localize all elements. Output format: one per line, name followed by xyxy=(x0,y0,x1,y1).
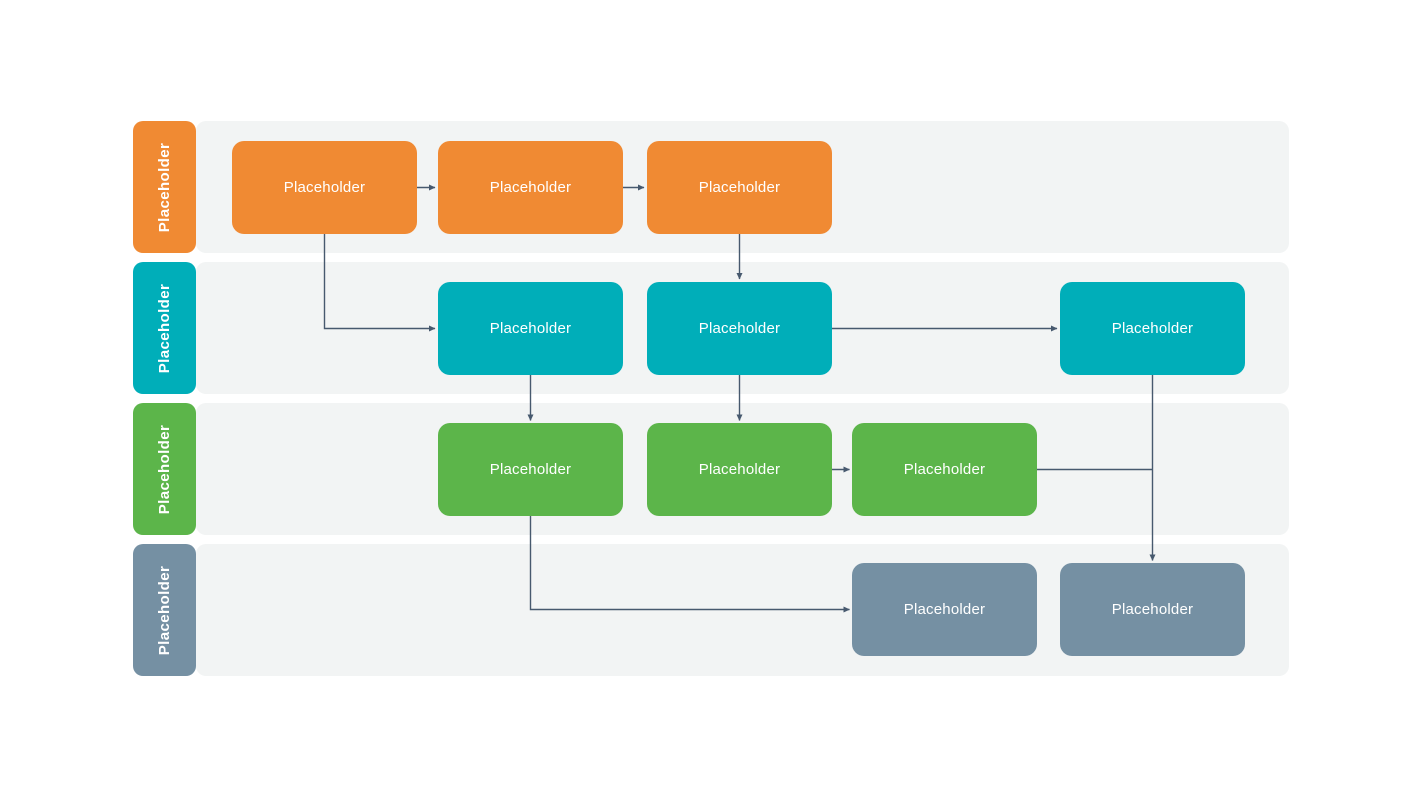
lane-tab-1-label: Placeholder xyxy=(156,142,173,232)
node-label: Placeholder xyxy=(1111,601,1194,618)
lane-tab-3[interactable]: Placeholder xyxy=(133,403,196,535)
lane-tab-2[interactable]: Placeholder xyxy=(133,262,196,394)
node-lane3-box3[interactable]: Placeholder xyxy=(852,423,1037,516)
node-lane1-box1[interactable]: Placeholder xyxy=(232,141,417,234)
node-label: Placeholder xyxy=(489,320,572,337)
node-label: Placeholder xyxy=(903,601,986,618)
node-label: Placeholder xyxy=(489,461,572,478)
node-label: Placeholder xyxy=(489,179,572,196)
lane-tab-1[interactable]: Placeholder xyxy=(133,121,196,253)
node-label: Placeholder xyxy=(283,179,366,196)
lane-tab-3-label: Placeholder xyxy=(156,424,173,514)
node-lane2-box2[interactable]: Placeholder xyxy=(647,282,832,375)
node-label: Placeholder xyxy=(1111,320,1194,337)
node-label: Placeholder xyxy=(698,461,781,478)
node-label: Placeholder xyxy=(903,461,986,478)
node-label: Placeholder xyxy=(698,320,781,337)
lane-tab-4[interactable]: Placeholder xyxy=(133,544,196,676)
lane-tab-2-label: Placeholder xyxy=(156,283,173,373)
node-lane3-box2[interactable]: Placeholder xyxy=(647,423,832,516)
node-lane4-box2[interactable]: Placeholder xyxy=(1060,563,1245,656)
node-lane1-box2[interactable]: Placeholder xyxy=(438,141,623,234)
lane-tab-4-label: Placeholder xyxy=(156,565,173,655)
node-lane2-box1[interactable]: Placeholder xyxy=(438,282,623,375)
node-label: Placeholder xyxy=(698,179,781,196)
node-lane4-box1[interactable]: Placeholder xyxy=(852,563,1037,656)
node-lane1-box3[interactable]: Placeholder xyxy=(647,141,832,234)
node-lane3-box1[interactable]: Placeholder xyxy=(438,423,623,516)
node-lane2-box3[interactable]: Placeholder xyxy=(1060,282,1245,375)
